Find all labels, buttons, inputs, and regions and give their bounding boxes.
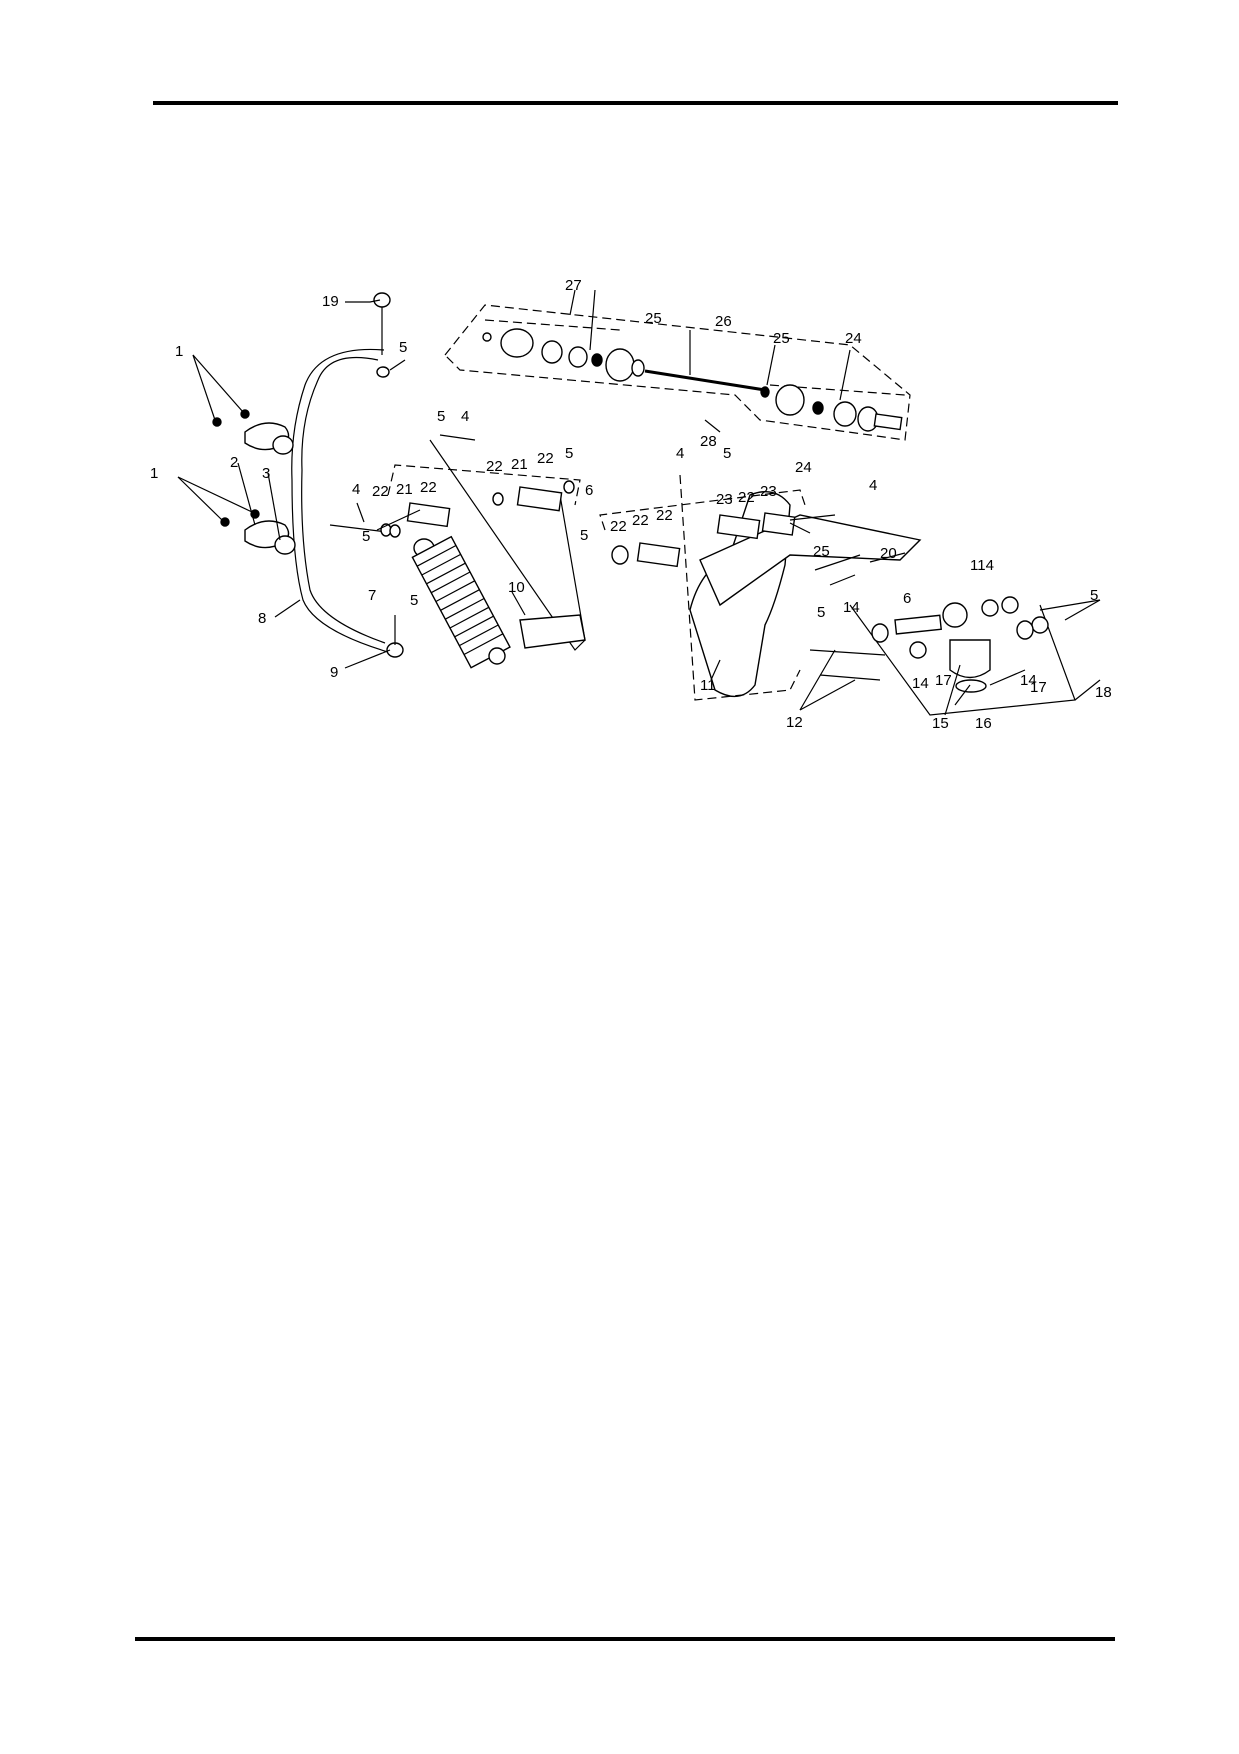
callout-1-upper: 1 [175,343,183,360]
callout-22-d: 22 [537,450,554,467]
callout-20: 20 [880,545,897,562]
wheel-hub-group [849,596,1076,716]
callout-5-upper: 5 [437,408,445,425]
callout-4-far: 4 [869,477,877,494]
callout-27: 27 [565,277,582,294]
callout-5-mid: 5 [565,445,573,462]
callout-5-shock-lower: 5 [410,592,418,609]
callout-1-lower: 1 [150,465,158,482]
callout-23-upper: 24 [795,459,812,476]
callout-28: 28 [700,433,717,450]
footer-rule [135,1637,1115,1641]
callout-7: 7 [368,587,376,604]
callout-23-lower: 25 [813,543,830,560]
callout-5-hub: 5 [1090,587,1098,604]
callout-16: 16 [975,715,992,732]
callout-21-c: 22 [632,512,649,529]
callout-26: 26 [715,313,732,330]
callout-25-left: 25 [645,310,662,327]
drive-shaft-assembly [444,304,911,441]
header-rule [153,101,1118,105]
callout-22-e: 22 [610,518,627,535]
upper-arm [329,434,586,651]
callout-15: 15 [932,715,949,732]
callout-2: 2 [230,454,238,471]
callout-14-c: 14 [1020,672,1037,689]
callout-14-b: 14 [912,675,929,692]
knuckle-and-lower-arm [599,474,922,701]
callout-22-g: 23 [716,491,733,508]
callout-25-right: 25 [773,330,790,347]
callout-5-arm: 5 [580,527,588,544]
callout-22-c: 22 [486,458,503,475]
leader-lines [177,289,1101,716]
callout-24: 24 [845,330,862,347]
callout-21-a: 21 [396,481,413,498]
callout-6-right: 6 [903,590,911,607]
callout-5-top: 5 [399,339,407,356]
callout-21-b: 21 [511,456,528,473]
callout-17-right: 17 [1030,679,1047,696]
callout-22-h: 23 [760,483,777,500]
callout-22-f: 22 [656,507,673,524]
callout-19: 19 [322,293,339,310]
callout-labels: 19 5 1 2 3 1 8 9 5 7 5 4 22 21 22 5 4 22… [150,277,1112,732]
callout-5-right: 5 [723,445,731,462]
callout-12: 12 [786,714,803,731]
callout-3: 3 [262,465,270,482]
callout-18: 18 [1095,684,1112,701]
callout-14-a: 14 [843,599,860,616]
callout-8: 8 [258,610,266,627]
callout-6-left: 6 [585,482,593,499]
shock-absorber [411,535,511,669]
callout-114: 114 [970,557,994,574]
callout-5-shock: 5 [362,528,370,545]
callout-4-left: 4 [352,481,360,498]
callout-9: 9 [330,664,338,681]
callout-5-knuckle: 5 [817,604,825,621]
callout-17-left: 17 [935,672,952,689]
callout-10: 10 [508,579,525,596]
callout-22-a: 22 [372,483,389,500]
callout-4-right: 4 [676,445,684,462]
callout-22-b: 22 [420,479,437,496]
callout-21-d: 22 [738,489,755,506]
callout-4-upper: 4 [461,408,469,425]
callout-11: 11 [700,677,716,694]
